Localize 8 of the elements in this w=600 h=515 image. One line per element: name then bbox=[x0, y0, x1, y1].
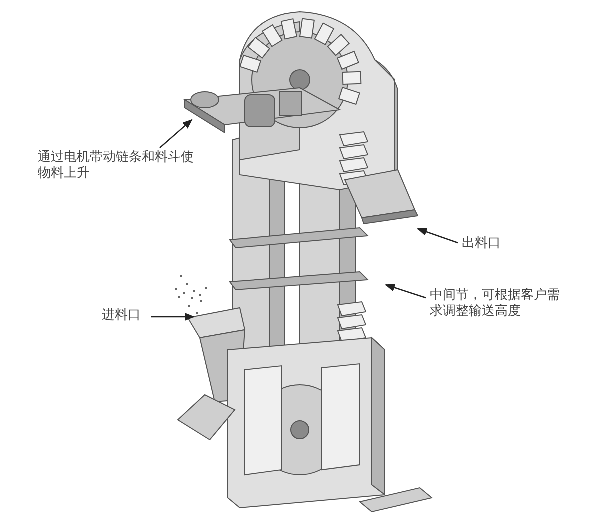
leader-arrow bbox=[160, 119, 193, 148]
leader-arrow bbox=[385, 284, 426, 299]
callout-text: 中间节，可根据客户需求调整输送高度 bbox=[430, 288, 570, 320]
callout-text: 通过电机带动链条和料斗使物料上升 bbox=[38, 150, 198, 182]
callout-text: 出料口 bbox=[462, 236, 522, 252]
leader-arrow bbox=[417, 228, 458, 244]
callout-text: 进料口 bbox=[102, 308, 147, 324]
leader-arrow bbox=[151, 313, 195, 321]
